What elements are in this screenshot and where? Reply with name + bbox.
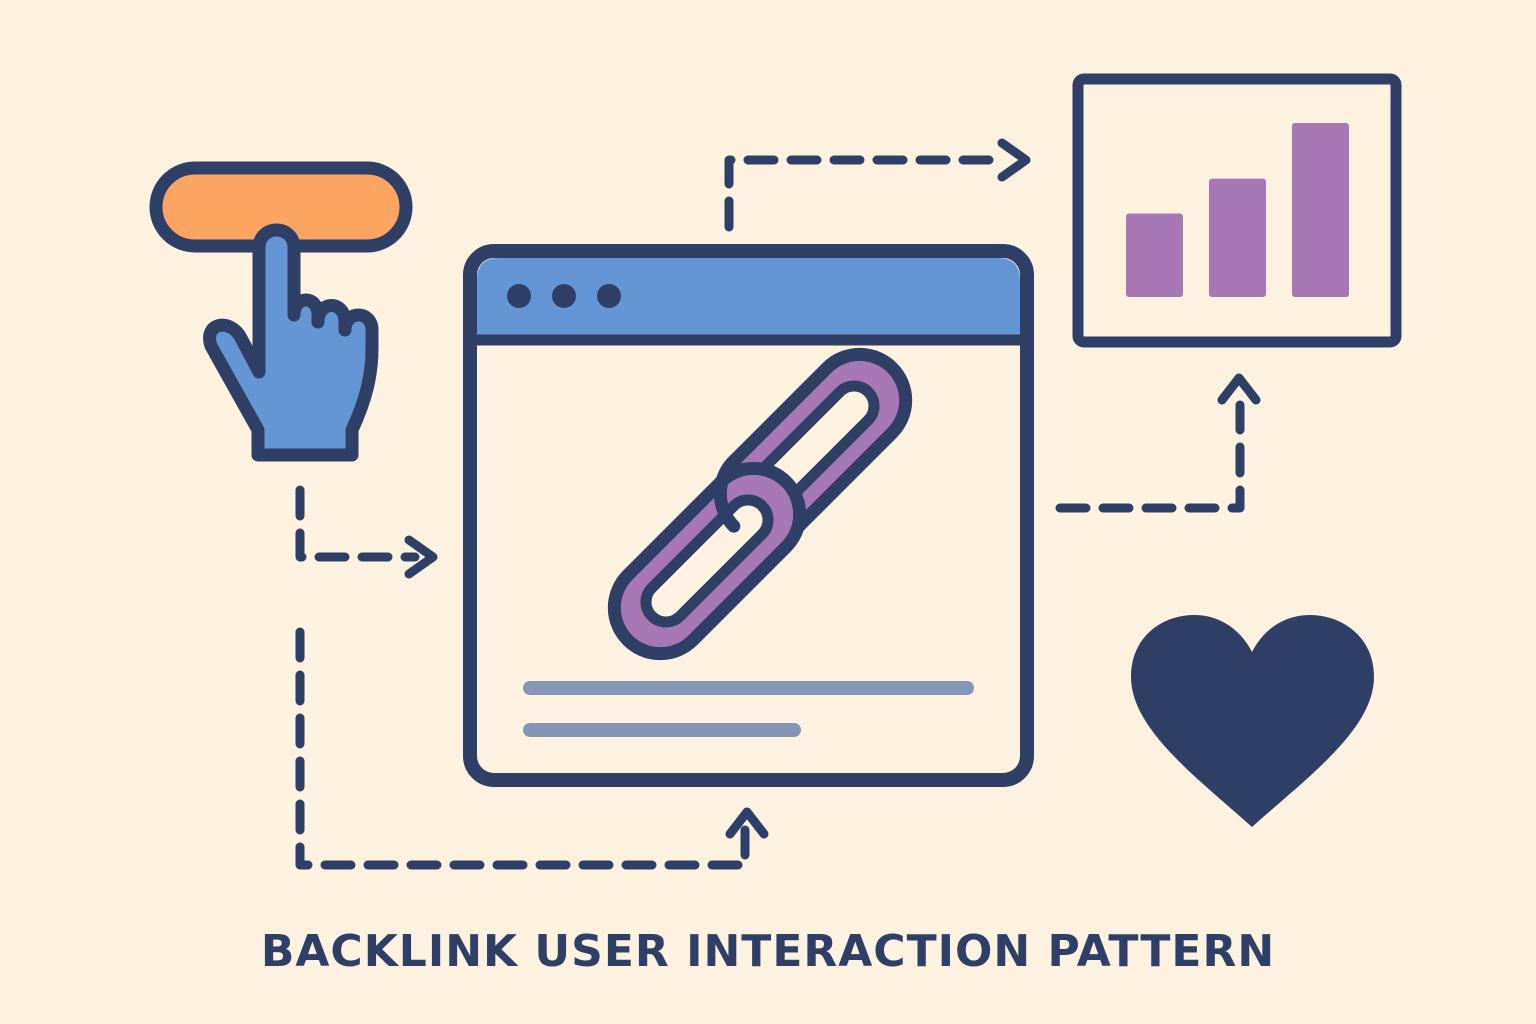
hand-shape	[203, 223, 379, 462]
analytics-bar	[1209, 178, 1266, 297]
content-line	[523, 723, 801, 737]
analytics-bar	[1292, 123, 1349, 297]
connector-hand-to-browser	[295, 485, 420, 562]
diagram-title: BACKLINK USER INTERACTION PATTERN	[260, 926, 1276, 977]
window-dot-icon	[507, 284, 531, 308]
heart-icon	[1131, 615, 1374, 827]
connector-browser-to-analytics-right	[1055, 400, 1245, 513]
arrowhead-right-icon	[997, 138, 1031, 182]
arrowhead-right-icon	[404, 535, 438, 579]
bar-chart-icon	[1072, 73, 1402, 348]
window-dot-icon	[597, 284, 621, 308]
chain-link-interlock	[713, 454, 741, 533]
arrowhead-up-icon	[725, 807, 769, 839]
connector-browser-to-analytics-top	[724, 155, 1010, 232]
arrowhead-up-icon	[1217, 373, 1261, 405]
chain-link-icon	[607, 347, 913, 661]
analytics-bar	[1126, 213, 1183, 297]
content-line	[523, 681, 974, 695]
flow-connectors	[295, 138, 1261, 870]
browser-window-icon	[463, 244, 1034, 787]
pointing-hand-icon	[203, 223, 379, 462]
window-dot-icon	[552, 284, 576, 308]
heart-shape	[1131, 615, 1374, 827]
connector-loop-to-browser-bottom	[295, 627, 750, 870]
browser-header-bar	[477, 258, 1020, 339]
analytics-bars	[1126, 123, 1349, 297]
